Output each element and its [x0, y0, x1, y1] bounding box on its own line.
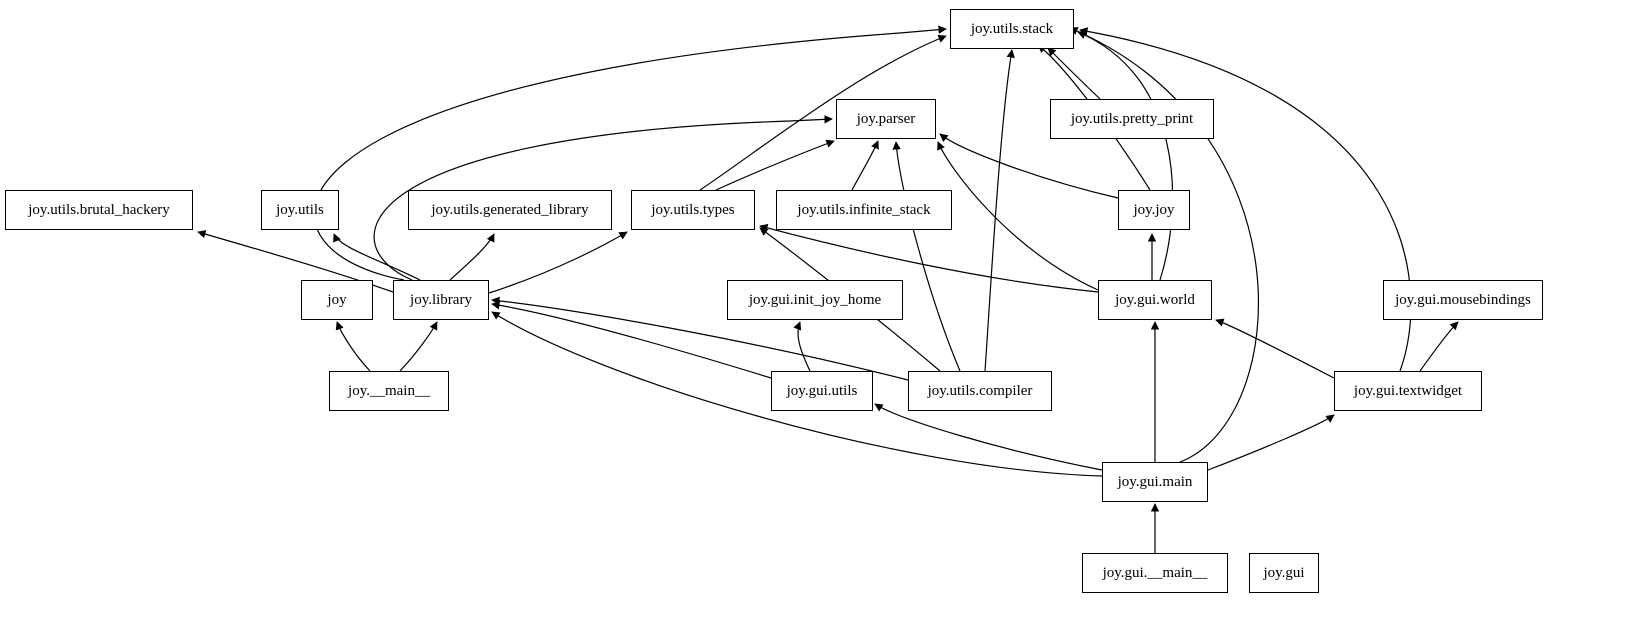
graph-edge-joy.library--joy.utils.generated_library: [449, 233, 495, 281]
graph-edge-joy.library--joy.utils: [333, 233, 421, 281]
graph-node-label: joy.utils.generated_library: [431, 201, 589, 218]
graph-edge-joy.utils.compiler--joy.library: [491, 296, 909, 381]
graph-node-label: joy.gui.textwidget: [1353, 382, 1463, 399]
graph-node-joy[interactable]: joy: [301, 280, 373, 320]
graph-edge-joy.utils.types--joy.parser: [715, 139, 835, 191]
graph-node-label: joy.utils.compiler: [927, 382, 1033, 399]
graph-node-joy.library[interactable]: joy.library: [393, 280, 489, 320]
graph-node-joy.gui.init_joy_home[interactable]: joy.gui.init_joy_home: [727, 280, 903, 320]
graph-edge-joy.gui.world--joy.utils.types: [759, 223, 1099, 293]
graph-node-joy.utils.types[interactable]: joy.utils.types: [631, 190, 755, 230]
graph-node-joy.gui.world[interactable]: joy.gui.world: [1098, 280, 1212, 320]
graph-node-label: joy.joy: [1133, 201, 1175, 218]
graph-node-label: joy.utils.types: [651, 201, 735, 218]
graph-edge-joy.gui.world--joy.utils.stack: [1077, 31, 1174, 281]
graph-edge-joy.gui.main--joy.library: [491, 311, 1103, 477]
graph-edge-joy.gui.utils--joy.library: [491, 301, 772, 379]
graph-edge-joy.gui.textwidget--joy.gui.mousebindings: [1419, 321, 1459, 372]
graph-node-joy.utils.generated_library[interactable]: joy.utils.generated_library: [408, 190, 612, 230]
graph-node-label: joy.gui.main: [1117, 473, 1193, 490]
graph-node-joy.utils[interactable]: joy.utils: [261, 190, 339, 230]
graph-edge-joy.utils.types--joy.utils.stack: [699, 34, 947, 191]
graph-edge-joy.gui.world--joy.parser: [937, 141, 1099, 291]
graph-edge-joy.joy--joy.parser: [939, 133, 1119, 199]
graph-node-joy.gui.mousebindings[interactable]: joy.gui.mousebindings: [1383, 280, 1543, 320]
graph-node-label: joy.gui: [1263, 564, 1305, 581]
graph-node-joy.gui[interactable]: joy.gui: [1249, 553, 1319, 593]
graph-edge-joy.gui.utils--joy.gui.init_joy_home: [793, 321, 811, 372]
graph-node-joy.joy[interactable]: joy.joy: [1118, 190, 1190, 230]
graph-edge-joy.utils.compiler--joy.parser: [892, 141, 961, 372]
graph-edge-joy.library--joy.parser: [373, 115, 833, 281]
graph-edge-joy.utils.infinite_stack--joy.parser: [851, 140, 879, 191]
graph-edge-joy.gui.textwidget--joy.gui.world: [1215, 318, 1335, 379]
graph-edge-joy.gui.main--joy.gui.utils: [874, 403, 1103, 471]
graph-node-label: joy.gui.world: [1115, 291, 1195, 308]
graph-node-joy.gui.utils[interactable]: joy.gui.utils: [771, 371, 873, 411]
graph-node-label: joy.gui.__main__: [1102, 564, 1208, 581]
graph-edge-joy.__main__--joy: [335, 321, 371, 372]
graph-node-label: joy: [327, 291, 347, 308]
graph-node-joy.utils.brutal_hackery[interactable]: joy.utils.brutal_hackery: [5, 190, 193, 230]
graph-node-joy.gui.main[interactable]: joy.gui.main: [1102, 462, 1208, 502]
graph-node-label: joy.utils.brutal_hackery: [28, 201, 170, 218]
graph-node-joy.utils.stack[interactable]: joy.utils.stack: [950, 9, 1074, 49]
graph-node-label: joy.parser: [856, 110, 916, 127]
graph-node-label: joy.utils.pretty_print: [1070, 110, 1194, 127]
graph-edge-joy.__main__--joy.library: [399, 321, 438, 372]
graph-node-label: joy.__main__: [348, 382, 430, 399]
graph-node-label: joy.utils.stack: [970, 20, 1054, 37]
graph-node-label: joy.utils.infinite_stack: [797, 201, 931, 218]
graph-node-label: joy.gui.init_joy_home: [748, 291, 882, 308]
graph-edge-joy.utils.compiler--joy.utils.stack: [984, 49, 1015, 372]
graph-node-joy.utils.pretty_print[interactable]: joy.utils.pretty_print: [1050, 99, 1214, 139]
graph-node-label: joy.library: [410, 291, 472, 308]
graph-node-label: joy.utils: [276, 201, 324, 218]
graph-edge-joy.gui.textwidget--joy.utils.stack: [1079, 27, 1412, 372]
graph-edge-joy.gui.main--joy.utils.stack: [1069, 27, 1260, 463]
graph-edge-joy.gui.main--joy.gui.textwidget: [1207, 414, 1335, 471]
graph-edge-joy.library--joy.utils.types: [488, 231, 628, 294]
graph-node-joy.parser[interactable]: joy.parser: [836, 99, 936, 139]
graph-node-joy.gui.__main__[interactable]: joy.gui.__main__: [1082, 553, 1228, 593]
graph-edge-joy.utils.pretty_print--joy.utils.stack: [1047, 47, 1101, 100]
graph-edge-joy.library--joy.utils.stack: [313, 25, 947, 281]
graph-node-joy.gui.textwidget[interactable]: joy.gui.textwidget: [1334, 371, 1482, 411]
graph-node-label: joy.gui.mousebindings: [1395, 291, 1531, 308]
graph-node-label: joy.gui.utils: [786, 382, 858, 399]
graph-node-joy.utils.infinite_stack[interactable]: joy.utils.infinite_stack: [776, 190, 952, 230]
graph-node-joy.utils.compiler[interactable]: joy.utils.compiler: [908, 371, 1052, 411]
graph-node-joy.__main__[interactable]: joy.__main__: [329, 371, 449, 411]
